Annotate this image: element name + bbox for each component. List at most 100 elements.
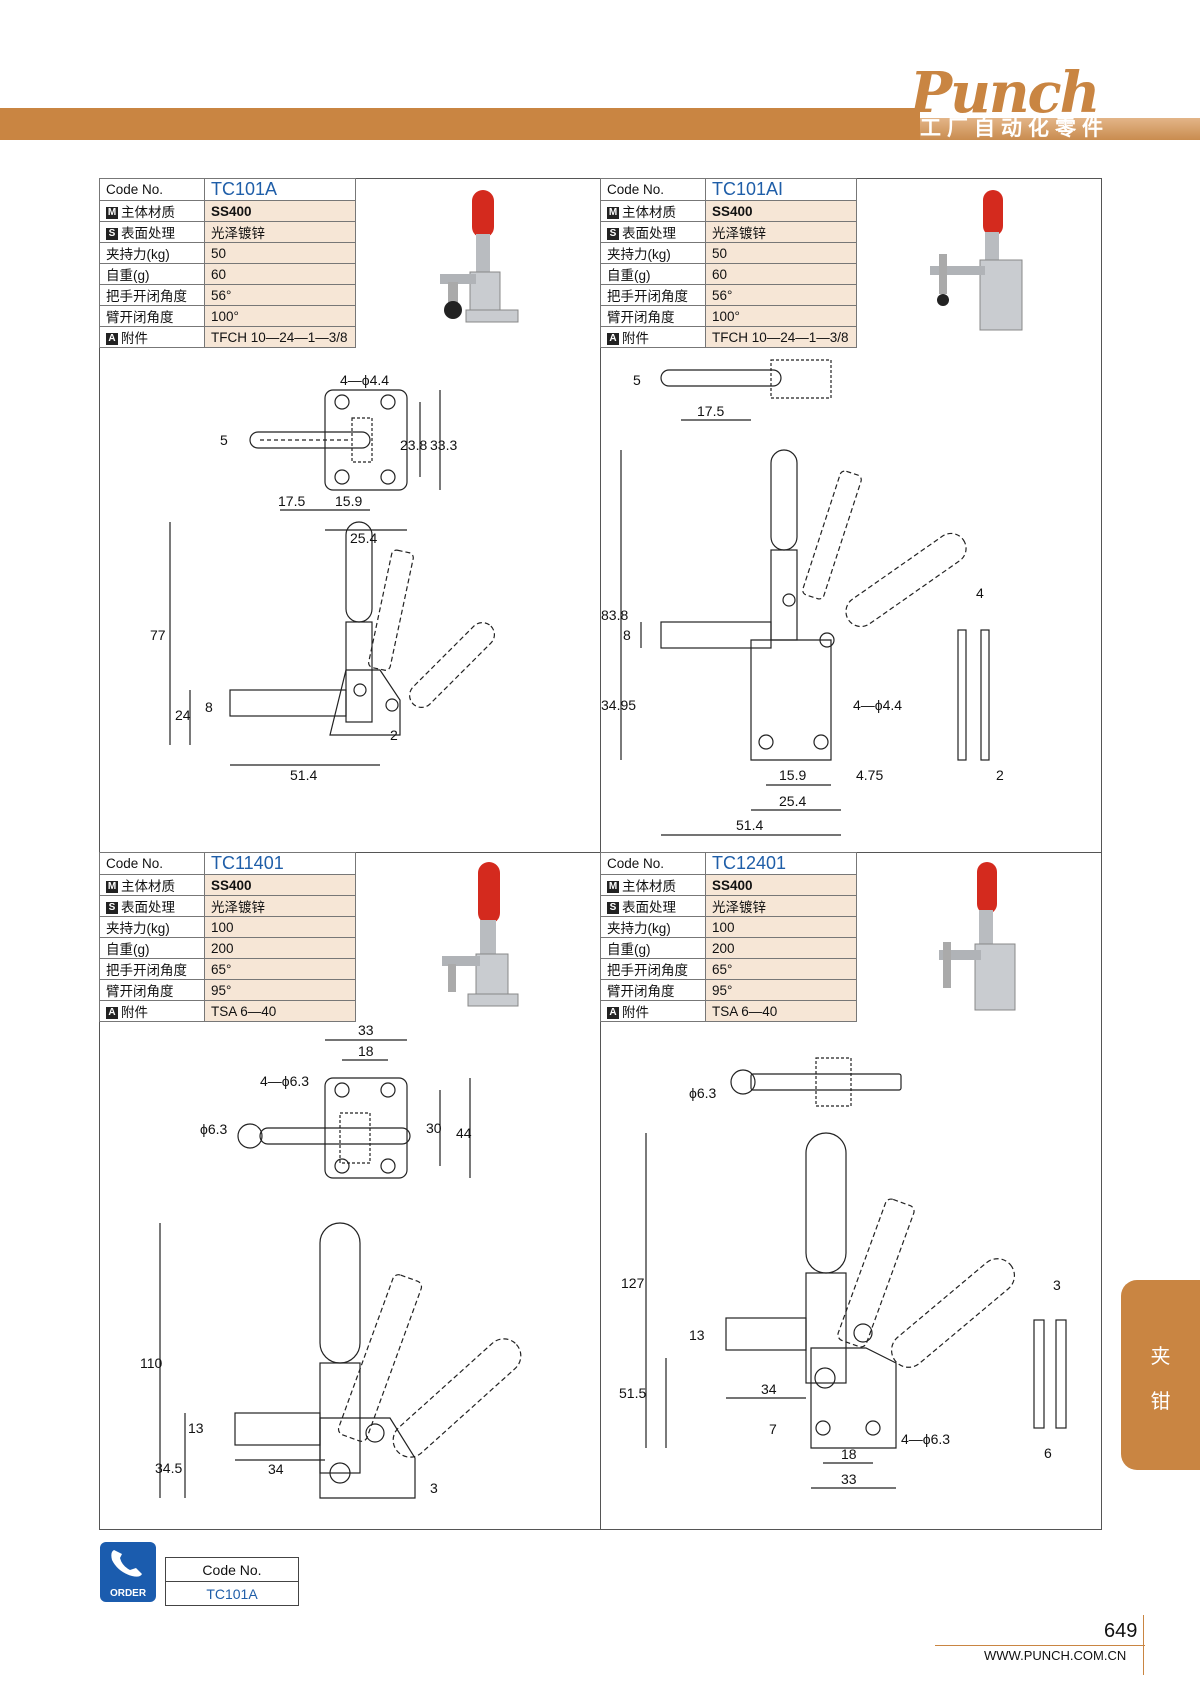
drawing-tc101a: 4—ϕ4.4 5 23.8 33.3 17.5 15.9 25.4 77 8 2… [150,372,496,783]
code-value: TC101AI [705,178,857,201]
dim-label: ϕ6.3 [200,1121,228,1137]
handle-angle-label: 把手开闭角度 [600,958,706,980]
dim-label: 34.5 [155,1460,182,1476]
category-side-tab: 夹 钳 [1121,1280,1200,1470]
s-badge-icon: S [106,902,118,915]
dim-label: 18 [358,1043,374,1059]
force-value: 100 [204,916,356,938]
brand-logo: Punch [910,60,1100,126]
dim-label: 34.95 [601,697,636,713]
dim-label: 4—ϕ6.3 [260,1073,309,1089]
dim-label: 17.5 [697,403,724,419]
accessory-label: 附件 [121,1005,148,1020]
dim-label: 4.75 [856,767,883,783]
force-value: 50 [204,242,356,264]
dim-label: 51.4 [290,767,317,783]
dim-label: 4 [976,585,984,601]
dim-label: 13 [188,1420,204,1436]
dim-label: 8 [623,627,631,643]
accessory-value: TFCH 10—24—1—3/8 [204,326,356,348]
dim-label: 23.8 [400,437,427,453]
a-badge-icon: A [106,333,118,346]
dim-label: 6 [1044,1445,1052,1461]
code-label: Code No. [99,852,205,875]
material-value: SS400 [705,200,857,222]
surface-label: 表面处理 [622,900,676,915]
phone-icon [111,1550,142,1577]
arm-angle-label: 臂开闭角度 [99,979,205,1001]
weight-label: 自重(g) [600,263,706,285]
arm-angle-value: 95° [204,979,356,1001]
accessory-value: TFCH 10—24—1—3/8 [705,326,857,348]
dim-label: 77 [150,627,166,643]
dim-label: 5 [220,432,228,448]
footer-divider [935,1645,1145,1646]
s-badge-icon: S [106,228,118,241]
dim-label: 15.9 [335,493,362,509]
dim-label: 34 [761,1381,777,1397]
dim-label: 25.4 [779,793,806,809]
weight-label: 自重(g) [99,263,205,285]
arm-angle-label: 臂开闭角度 [99,305,205,327]
drawing-tc101ai: 5 17.5 83.8 8 34.95 4—ϕ4.4 15.9 25.4 4.7… [601,359,1004,836]
arm-angle-label: 臂开闭角度 [600,305,706,327]
handle-angle-label: 把手开闭角度 [99,958,205,980]
top-view [237,1039,471,1179]
s-badge-icon: S [607,902,619,915]
force-value: 100 [705,916,857,938]
material-label: 主体材质 [622,879,676,894]
dim-label: 51.5 [619,1385,646,1401]
weight-value: 60 [204,263,356,285]
side-view [159,1222,522,1499]
weight-value: 200 [705,937,857,959]
force-label: 夹持力(kg) [600,916,706,938]
dim-label: 44 [456,1125,472,1141]
m-badge-icon: M [607,207,619,220]
product-photo-2 [925,182,1035,337]
dim-label: 3 [1053,1277,1061,1293]
dim-label: 34 [268,1461,284,1477]
force-label: 夹持力(kg) [99,916,205,938]
code-label: Code No. [600,852,706,875]
order-code-table: Code No. TC101A [165,1557,299,1606]
order-code-header: Code No. [165,1557,299,1582]
s-badge-icon: S [607,228,619,241]
surface-label: 表面处理 [622,226,676,241]
dim-label: 4—ϕ4.4 [853,697,902,713]
brand: Punch 工厂自动化零件 [880,60,1200,140]
arm-angle-value: 95° [705,979,857,1001]
brand-subtitle: 工厂自动化零件 [920,117,1109,140]
dim-label: 17.5 [278,493,305,509]
material-value: SS400 [705,874,857,896]
dim-label: 3 [430,1480,438,1496]
dim-label: 33 [841,1471,857,1487]
a-badge-icon: A [106,1007,118,1020]
accessory-label: 附件 [622,331,649,346]
surface-value: 光泽镀锌 [204,221,356,243]
weight-label: 自重(g) [99,937,205,959]
weight-value: 60 [705,263,857,285]
surface-value: 光泽镀锌 [705,895,857,917]
header-band-dark [0,108,920,140]
material-label: 主体材质 [121,205,175,220]
drawing-tc11401: 33 18 4—ϕ6.3 ϕ6.3 30 44 110 13 34.5 34 3 [140,1022,522,1499]
force-value: 50 [705,242,857,264]
dim-label: 33.3 [430,437,457,453]
dim-label: 2 [390,727,398,743]
accessory-label: 附件 [121,331,148,346]
side-tab-char-2: 钳 [1150,1391,1171,1413]
dim-label: 24 [175,707,191,723]
website: WWW.PUNCH.COM.CN [984,1648,1127,1663]
surface-value: 光泽镀锌 [705,221,857,243]
dim-label: 127 [621,1275,645,1291]
dim-label: 30 [426,1120,442,1136]
material-value: SS400 [204,200,356,222]
order-icon: ORDER [100,1542,156,1602]
force-label: 夹持力(kg) [99,242,205,264]
code-label: Code No. [99,178,205,201]
code-value: TC11401 [204,852,356,875]
